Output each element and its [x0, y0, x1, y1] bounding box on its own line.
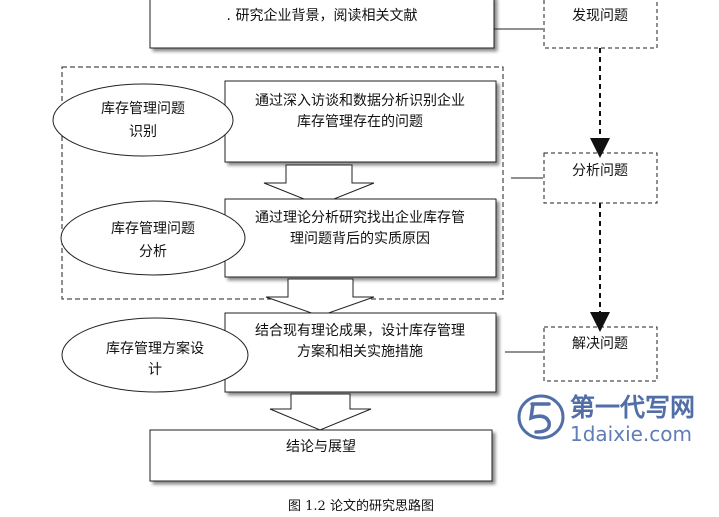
stage-analyze: 分析问题 — [543, 152, 658, 204]
box-step2-line2: 理问题背后的实质原因 — [290, 231, 430, 247]
oval-analyze-line1: 库存管理问题 — [111, 221, 195, 237]
oval-design-line2: 计 — [148, 362, 162, 378]
figure-caption: 图 1.2 论文的研究思路图 — [288, 498, 434, 514]
box-final: 结论与展望 — [149, 429, 493, 482]
box-step3-line2: 方案和相关实施措施 — [297, 343, 423, 360]
oval-analyze-line2: 分析 — [139, 244, 167, 260]
box-step3: 结合现有理论成果，设计库存管理 方案和相关实施措施 — [224, 312, 497, 393]
box-step1-line1: 通过深入访谈和数据分析识别企业 — [255, 92, 465, 109]
watermark-cn: 第一代写网 — [570, 393, 695, 422]
watermark-logo-icon — [517, 394, 565, 440]
oval-analyze: 库存管理问题 分析 — [60, 200, 246, 276]
oval-identify: 库存管理问题 识别 — [52, 83, 234, 157]
group-frame-dashed — [61, 66, 504, 300]
box-step2: 通过理论分析研究找出企业库存管 理问题背后的实质原因 — [224, 198, 497, 278]
oval-identify-line1: 库存管理问题 — [101, 101, 185, 117]
stage-solve: 解决问题 — [543, 326, 658, 382]
watermark: 第一代写网 1daixie.com — [517, 393, 695, 446]
block-arrow-1 — [263, 164, 375, 206]
stage-discover-label: 发现问题 — [572, 8, 628, 24]
box-top-text: . 研究企业背景，阅读相关文献 — [227, 7, 418, 24]
box-step1: 通过深入访谈和数据分析识别企业 库存管理存在的问题 — [224, 80, 497, 163]
box-step2-line1: 通过理论分析研究找出企业库存管 — [255, 209, 465, 226]
oval-design: 库存管理方案设 计 — [61, 317, 249, 393]
box-step3-line1: 结合现有理论成果，设计库存管理 — [255, 323, 465, 339]
oval-identify-line2: 识别 — [129, 124, 157, 140]
box-step1-line2: 库存管理存在的问题 — [297, 114, 423, 130]
oval-design-line1: 库存管理方案设 — [106, 340, 204, 357]
block-arrow-2 — [265, 278, 375, 317]
stage-discover: 发现问题 — [543, 0, 658, 49]
box-top: . 研究企业背景，阅读相关文献 — [149, 0, 495, 49]
box-final-text: 结论与展望 — [286, 439, 356, 455]
watermark-en: 1daixie.com — [570, 422, 692, 446]
stage-solve-label: 解决问题 — [572, 336, 628, 352]
block-arrow-3 — [269, 393, 372, 431]
stage-analyze-label: 分析问题 — [572, 163, 628, 179]
